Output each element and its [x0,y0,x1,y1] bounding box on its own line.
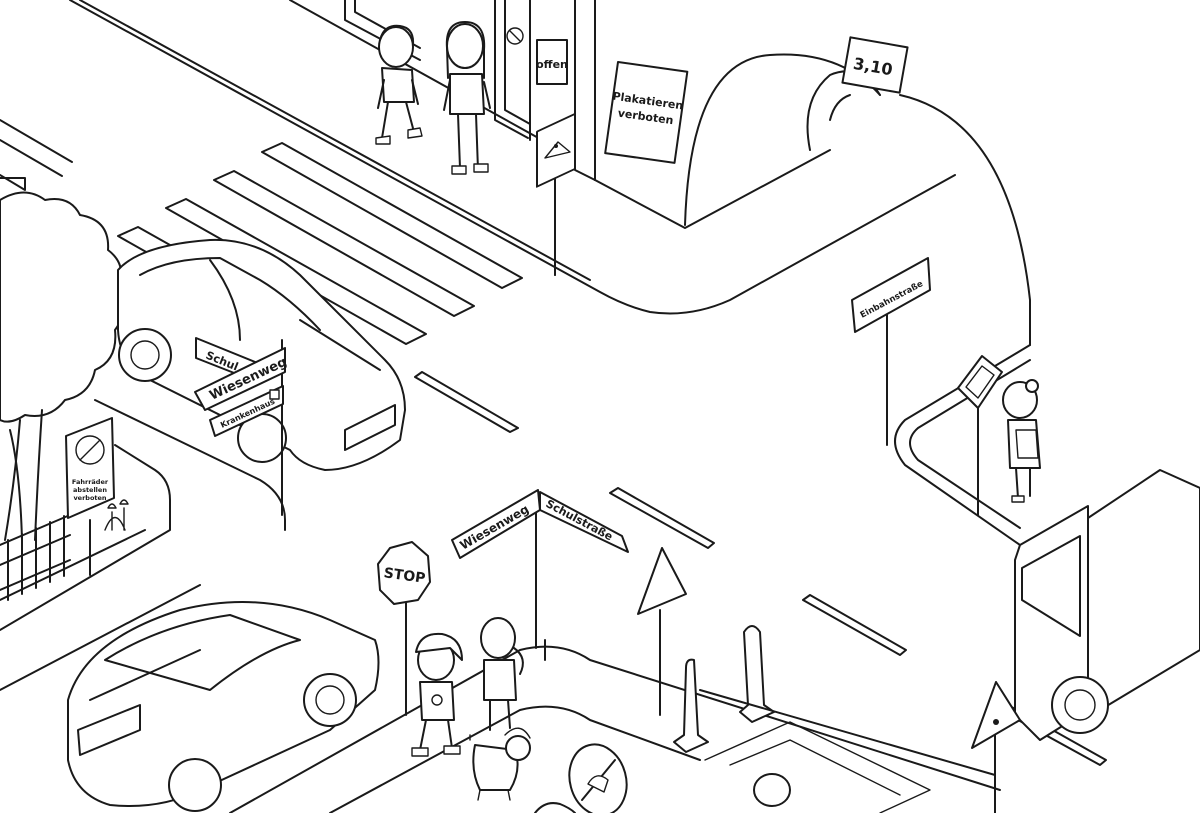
crosswalk-sign [536,112,576,276]
no-bike-parking-sign: Fahrräder abstellen verboten [65,417,115,576]
fence [0,514,71,601]
dog [469,727,531,801]
no-posters-sign: Plakatieren verboten [604,60,689,164]
hospital-plus-icon [269,389,280,400]
bike-sign-text-3: verboten [73,494,106,502]
priority-sign [957,355,1003,516]
no-dogs-icon [587,775,609,793]
pedestrian-crossing-icon [554,144,558,148]
car-bottom-left [67,601,380,812]
stop-sign: STOP [377,541,431,716]
road-lines [0,0,1107,813]
bike-sign-text-1: Fahrräder [72,478,109,486]
bush [534,802,576,813]
boy-with-cap [411,632,463,757]
boy-top [375,24,423,145]
center-sign-wiesenweg: Wiesenweg [458,502,532,553]
door-open-sign: offen [536,58,568,71]
direction-post-left: Schul Wiesenweg Krankenhaus [194,337,289,516]
direction-post-center: Wiesenweg Schulstraße [451,489,629,649]
center-sign-schulstrasse: Schulstraße [544,497,615,543]
girl-with-ponytail [480,617,524,731]
tunnel: 3,10 [684,36,909,226]
stop-text: STOP [383,565,427,587]
warning-triangle-sign [637,547,687,716]
building-entrance: offen [344,0,596,181]
bike-sign-text-2: abstellen [73,486,107,494]
one-way-sign: Einbahnstraße [851,257,931,446]
tulips [104,499,129,531]
no-dogs-sign [568,743,628,813]
truck [1014,469,1200,741]
girl-with-backpack [1002,379,1041,503]
construction-site [673,625,1021,813]
girl-top [443,21,491,175]
roadworks-icon [993,719,999,725]
car-top-left [117,238,406,471]
